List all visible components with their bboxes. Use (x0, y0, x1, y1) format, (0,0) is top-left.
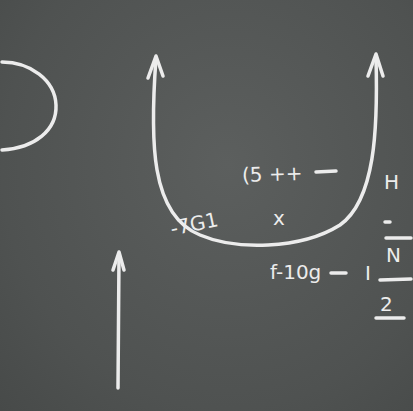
chalk-dash (316, 171, 336, 172)
chalk-dash (331, 271, 346, 275)
u-curve (153, 58, 376, 245)
chalk-dash (385, 220, 390, 224)
arrowhead-right (368, 54, 383, 76)
vertical-arrowhead (113, 252, 124, 270)
chalk-label: f-10g (270, 262, 321, 282)
vertical-arrow (118, 256, 119, 388)
chalk-label: N (386, 245, 401, 265)
arrowhead-left (148, 56, 163, 78)
chalk-label: x (273, 208, 285, 228)
chalk-label: -7G1 (168, 209, 219, 239)
chalk-underline (376, 316, 404, 320)
chalk-label: 2 (380, 294, 393, 314)
chalk-dash (386, 236, 411, 240)
chalk-label: H (384, 172, 399, 192)
chalk-dash (380, 279, 411, 280)
chalk-label: (5 ++ (242, 163, 303, 185)
chalk-label: I (365, 263, 371, 283)
partial-ellipse (2, 62, 56, 150)
